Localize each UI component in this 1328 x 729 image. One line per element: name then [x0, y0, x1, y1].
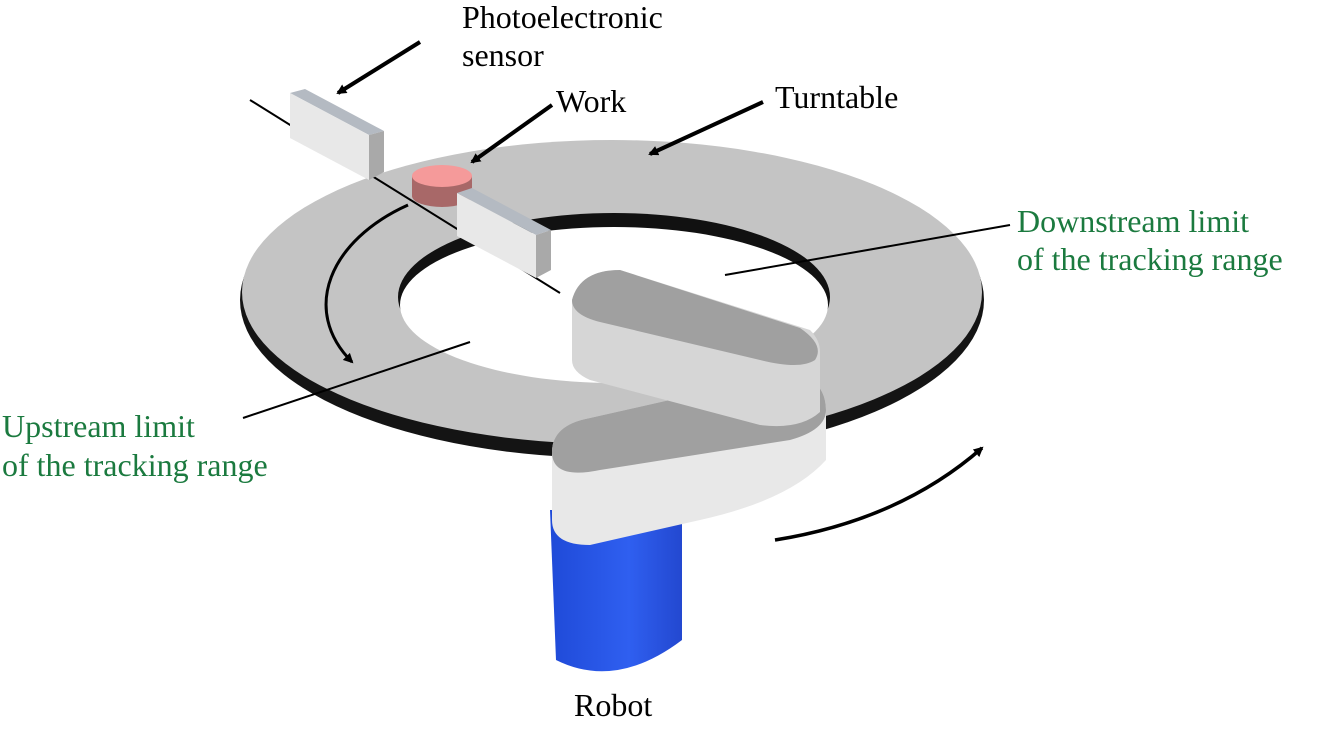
sensor-label-line2: sensor: [462, 37, 544, 73]
downstream-label-line2: of the tracking range: [1017, 241, 1283, 277]
robot-base: [550, 510, 682, 672]
work-label: Work: [556, 83, 626, 119]
downstream-label-line1: Downstream limit: [1017, 203, 1249, 239]
upstream-limit-line: [242, 341, 471, 419]
robot-rotation-arrow-icon: [774, 446, 984, 542]
sensor-leader-arrow: [336, 40, 422, 95]
rotation-arrow-icon: [324, 203, 409, 364]
turntable-label: Turntable: [775, 79, 898, 115]
sensor-emitter: [290, 89, 384, 180]
work-leader-arrow: [470, 103, 554, 164]
sensor-receiver: [457, 188, 551, 278]
downstream-limit-line: [724, 224, 1011, 276]
upstream-label-line2: of the tracking range: [2, 447, 268, 483]
robot-label: Robot: [574, 687, 652, 723]
sensor-label-line1: Photoelectronic: [462, 0, 663, 35]
robot-upper-arm: [572, 270, 820, 427]
upstream-label-line1: Upstream limit: [2, 408, 195, 444]
turntable-leader-arrow: [648, 100, 764, 156]
